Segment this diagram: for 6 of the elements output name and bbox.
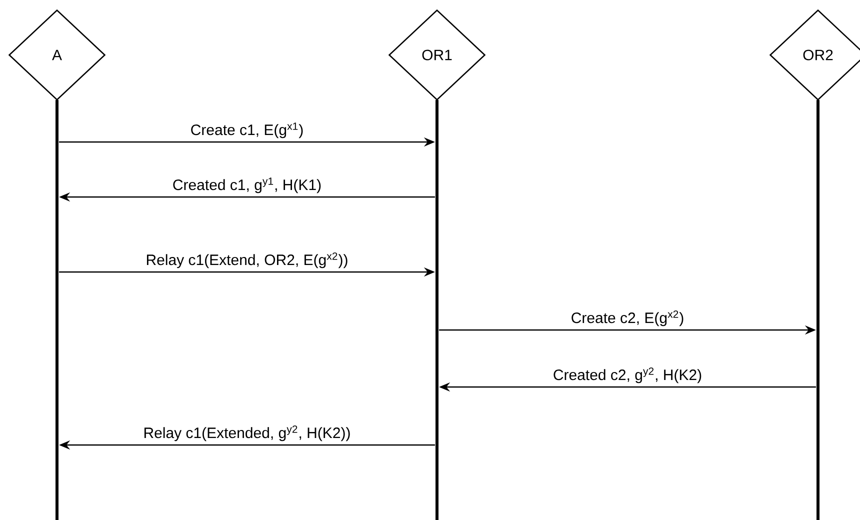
edge-label: Create c1, E(g$^{x1}$) (191, 122, 303, 138)
edge-label: Create c2, E(g$^{x2}$) (572, 310, 684, 326)
edge-label: Relay c1(Extend, OR2, E(g$^{x2}$)) (146, 252, 348, 268)
edge-label: Created c1, g$^{y1}$, H(K1) (173, 178, 321, 194)
edge-label: Relay c1(Extended, g$^{y2}$, H(K2)) (144, 425, 350, 442)
edge-label: Created c2, g$^{y2}$, H(K2) (554, 367, 702, 384)
